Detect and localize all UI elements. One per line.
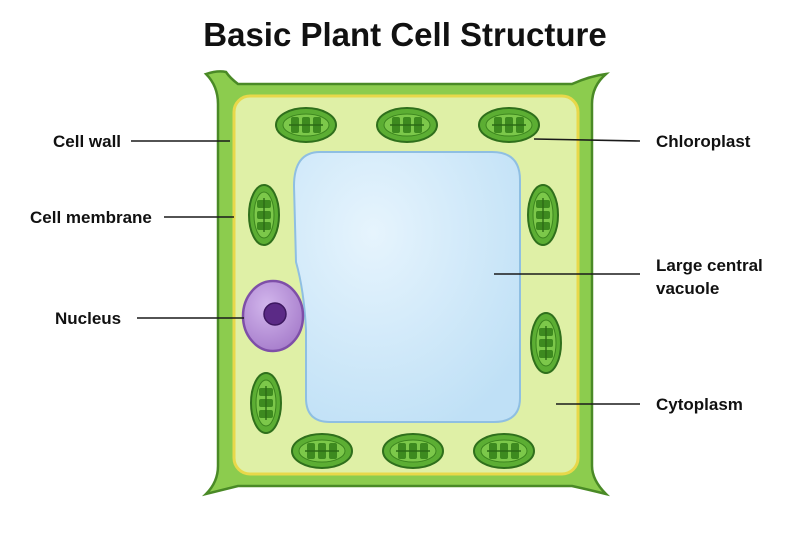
chloroplast-icon [250,372,282,434]
chloroplast-icon [473,433,535,469]
chloroplast-icon [478,107,540,143]
chloroplast-icon [530,312,562,374]
label-cell-wall: Cell wall [53,132,121,151]
chloroplast-icon [376,107,438,143]
diagram-title: Basic Plant Cell Structure [203,16,606,53]
chloroplast-icon [527,184,559,246]
chloroplast-icon [291,433,353,469]
label-chloroplast: Chloroplast [656,132,751,151]
label-cell-membrane: Cell membrane [30,208,152,227]
leader-chloroplast [533,138,641,142]
central-vacuole [292,151,521,423]
label-vacuole-line1: Large central [656,256,763,275]
chloroplast-icon [248,184,280,246]
label-cytoplasm: Cytoplasm [656,395,743,414]
chloroplast-icon [382,433,444,469]
label-nucleus: Nucleus [55,309,121,328]
chloroplast-icon [275,107,337,143]
nucleus-icon [241,279,305,353]
label-vacuole-line2: vacuole [656,279,719,298]
